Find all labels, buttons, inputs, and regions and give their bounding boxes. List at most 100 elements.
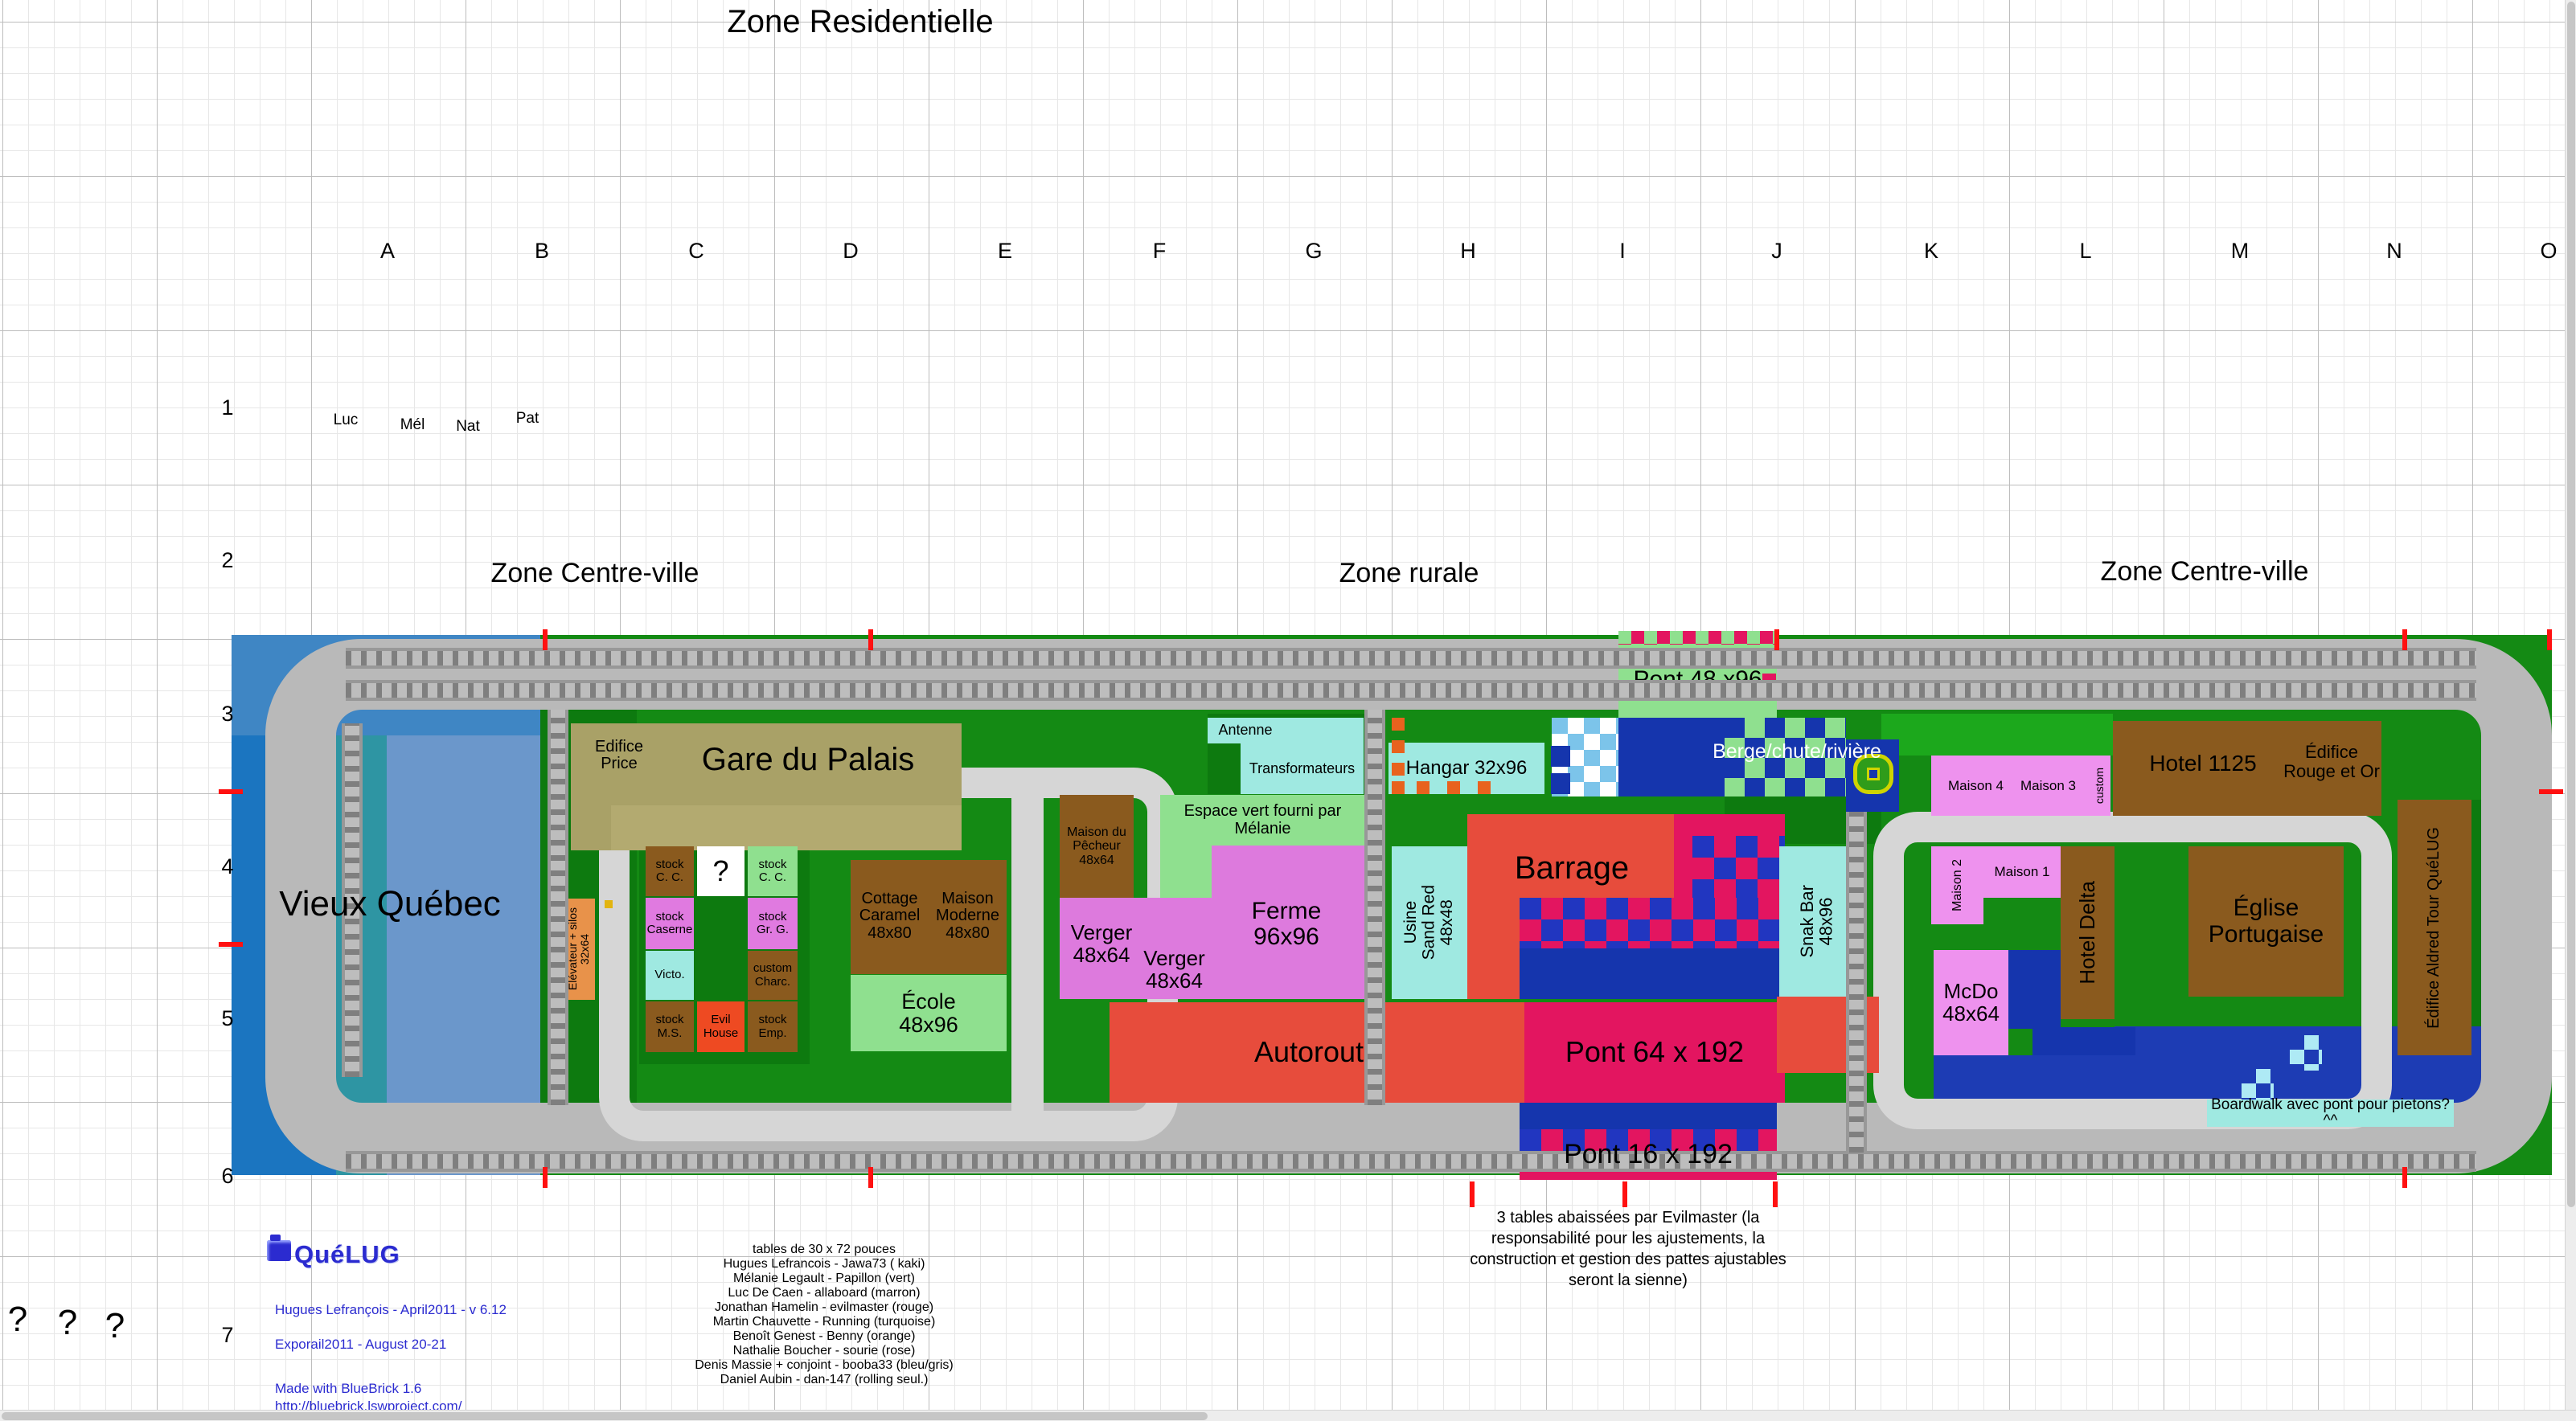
verger-block[interactable] [1060, 898, 1212, 999]
usine-sand-red-block-text: Usine Sand Red 48x48 [1401, 885, 1457, 960]
antenne-block[interactable] [1208, 718, 1364, 743]
stock-cc-brown-block[interactable]: stock C. C. [646, 846, 694, 896]
stock-cc-green-block[interactable]: stock C. C. [748, 846, 798, 896]
table-marker-tick [2402, 629, 2407, 650]
credit-author-version: Hugues Lefrançois - April2011 - v 6.12 [275, 1302, 507, 1317]
row-header-text: 7 [221, 1322, 234, 1347]
maison-moderne-label: Maison Moderne 48x80 [929, 872, 1007, 960]
maison-4-3-block[interactable] [1931, 756, 2110, 816]
berge-checker [1725, 718, 1846, 796]
tour-quelug-block-text: Édifice Aldred Tour QuéLUG [2425, 826, 2443, 1029]
antenne-label-text: Antenne [1218, 722, 1273, 739]
gare-parking [611, 805, 962, 850]
road-segment[interactable] [1011, 768, 1044, 1141]
row-header: 1 [211, 391, 244, 424]
name-label: Nat [449, 415, 486, 439]
custom-label: custom [2089, 757, 2110, 814]
stock-emp-block-text: stock Emp. [758, 1013, 787, 1040]
name-label: Luc [327, 408, 364, 432]
evilmaster-note-text: 3 tables abaissées par Evilmaster (la re… [1470, 1209, 1786, 1289]
table-marker-tick [2402, 1167, 2407, 1188]
mystery-block[interactable]: ? [697, 846, 744, 896]
column-header-text: D [843, 238, 859, 263]
table-marker-tick [1774, 629, 1779, 650]
column-header: E [989, 235, 1021, 267]
hangar-block-text: Hangar 32x96 [1405, 757, 1528, 780]
row-header: 6 [211, 1160, 244, 1192]
maison-1-block-text: Maison 1 [1994, 863, 2050, 879]
column-header-text: C [688, 238, 704, 263]
stock-gr-g-block[interactable]: stock Gr. G. [748, 898, 798, 949]
barrage-label: Barrage [1479, 844, 1664, 892]
usine-sand-red-block[interactable]: Usine Sand Red 48x48 [1392, 846, 1467, 999]
autoroute-block[interactable]: Autoroute [1110, 1002, 1524, 1103]
hotel-1125-block[interactable] [2113, 721, 2381, 816]
barrage-crimson-checker [1692, 836, 1785, 898]
pond-block [2008, 950, 2061, 1029]
horizontal-scrollbar[interactable] [0, 1410, 2576, 1421]
maison-1-block[interactable]: Maison 1 [1983, 846, 2061, 898]
credit-made-with: Made with BlueBrick 1.6 [275, 1381, 422, 1396]
track-siding-left[interactable] [548, 710, 568, 1105]
mystery-block-text: ? [712, 854, 729, 887]
column-header: H [1452, 235, 1484, 267]
stock-ms-block[interactable]: stock M.S. [646, 1001, 694, 1052]
column-header-text: F [1152, 238, 1167, 263]
ferme-block[interactable] [1212, 846, 1365, 999]
blue-bit [1551, 746, 1570, 767]
row-header-text: 6 [221, 1163, 234, 1188]
evil-house-block-text: Evil House [703, 1013, 739, 1040]
zone-residentielle-title-text: Zone Residentielle [727, 3, 994, 39]
espace-vert-block [1160, 846, 1212, 898]
vieux-quebec-label: Vieux Québec [241, 880, 539, 928]
autoroute-block-text: Autoroute [1253, 1035, 1380, 1069]
row-header-text: 4 [221, 854, 234, 878]
maison-4-label-text: Maison 4 [1948, 777, 2004, 793]
snak-bar-block[interactable]: Snak Bar 48x96 [1779, 846, 1855, 997]
berge-label: Berge/chute/rivière [1688, 735, 1905, 768]
edifice-price-label: Edifice Price [575, 727, 663, 784]
hotel-delta-block[interactable]: Hotel Delta [2061, 846, 2115, 1019]
orange-marker [1392, 740, 1405, 753]
maison-pecheur-block[interactable]: Maison du Pêcheur 48x64 [1060, 795, 1134, 898]
track-siding-teal[interactable] [342, 723, 363, 1077]
track-bottom[interactable] [346, 1151, 2476, 1172]
boardwalk-block[interactable]: Boardwalk avec pont pour pietons? ^^ [2207, 1096, 2454, 1129]
track-top-2[interactable] [346, 680, 2476, 701]
track-branch-right[interactable] [1846, 812, 1867, 1153]
stock-ms-block-text: stock M.S. [655, 1013, 684, 1040]
tables-legend: tables de 30 x 72 pouces Hugues Lefranco… [691, 1238, 957, 1392]
vertical-scrollbar[interactable] [2565, 0, 2576, 1410]
stock-caserne-block[interactable]: stock Caserne [646, 898, 694, 949]
mcdo-block-text: McDo 48x64 [1942, 978, 2000, 1026]
eglise-portugaise-block[interactable]: Église Portugaise [2188, 846, 2344, 997]
ecole-block[interactable]: École 48x96 [851, 975, 1007, 1051]
horizontal-scrollbar-thumb[interactable] [2, 1412, 1208, 1420]
custom-charc-block[interactable]: custom Charc. [748, 951, 798, 1000]
stock-emp-block[interactable]: stock Emp. [748, 1001, 798, 1052]
maison-3-label-text: Maison 3 [2020, 777, 2076, 793]
cottage-maison-block[interactable] [851, 860, 1007, 974]
vieux-quebec-label-text: Vieux Québec [279, 884, 501, 924]
evil-house-block[interactable]: Evil House [697, 1001, 744, 1052]
espace-vert-block[interactable]: Espace vert fourni par Mélanie [1160, 795, 1365, 846]
mcdo-block[interactable]: McDo 48x64 [1934, 950, 2008, 1055]
stock-caserne-block-text: stock Caserne [646, 909, 693, 936]
track-top-1[interactable] [346, 648, 2476, 669]
track-branch-center[interactable] [1364, 710, 1385, 1105]
maison-2-block[interactable]: Maison 2 [1931, 846, 1983, 924]
row-header-text: 2 [221, 547, 234, 572]
column-header: D [835, 235, 867, 267]
vertical-scrollbar-thumb[interactable] [2567, 2, 2575, 1207]
maison-pecheur-block-text: Maison du Pêcheur 48x64 [1067, 825, 1126, 867]
quelug-logo-text: QuéLUG [294, 1240, 400, 1268]
victo-block[interactable]: Victo. [646, 951, 694, 1000]
berge-water-block[interactable] [1618, 718, 1725, 796]
tour-quelug-block[interactable]: Édifice Aldred Tour QuéLUG [2398, 800, 2471, 1055]
pont-64x192-block[interactable]: Pont 64 x 192 [1524, 1002, 1785, 1103]
table-marker-tick [868, 1167, 873, 1188]
hangar-block[interactable]: Hangar 32x96 [1388, 743, 1544, 794]
transformateurs-block[interactable]: Transformateurs [1241, 743, 1364, 794]
hotel-1125-label: Hotel 1125 [2131, 746, 2275, 781]
